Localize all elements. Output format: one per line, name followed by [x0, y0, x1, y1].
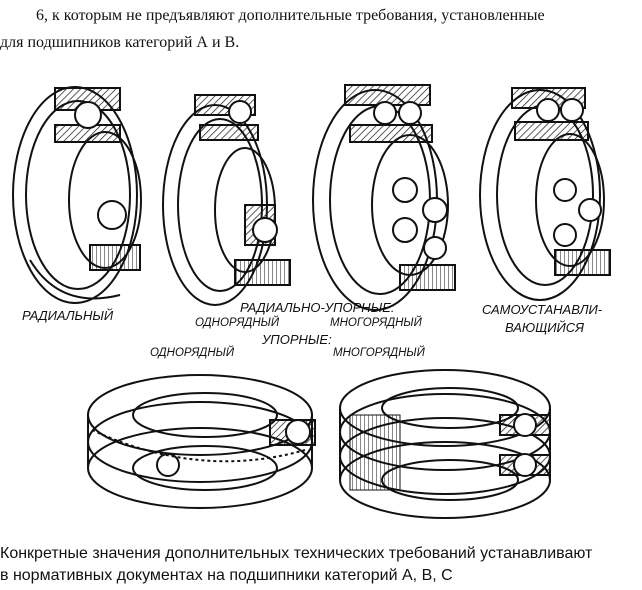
- radial-thrust-single-drawing: [162, 94, 291, 306]
- label-thrust-multi: МНОГОРЯДНЫЙ: [333, 347, 425, 359]
- label-thrust: УПОРНЫЕ:: [262, 332, 332, 347]
- bearings-illustration: [12, 84, 611, 519]
- top-paragraph-line2: для подшипников категорий А и В.: [0, 34, 240, 51]
- label-radial-thrust-multi: МНОГОРЯДНЫЙ: [330, 317, 422, 329]
- label-thrust-single: ОДНОРЯДНЫЙ: [150, 347, 235, 359]
- top-paragraph: 6, к которым не предъявляют дополнительн…: [0, 2, 640, 56]
- bottom-paragraph-line2: в нормативных документах на подшипники к…: [0, 567, 453, 584]
- top-paragraph-line1: 6, к которым не предъявляют дополнительн…: [36, 7, 545, 24]
- label-self-aligning-line1: САМОУСТАНАВЛИ-: [482, 302, 603, 317]
- bottom-paragraph-line1: Конкретные значения дополнительных техни…: [0, 545, 593, 562]
- radial-thrust-multi-drawing: [312, 84, 456, 311]
- label-radial-thrust-single: ОДНОРЯДНЫЙ: [195, 317, 280, 329]
- self-aligning-drawing: [479, 87, 611, 301]
- label-self-aligning-line2: ВАЮЩИЙСЯ: [505, 320, 585, 335]
- bearings-figure: РАДИАЛЬНЫЙ РАДИАЛЬНО-УПОРНЫЕ: ОДНОРЯДНЫЙ…: [0, 70, 642, 540]
- label-radial: РАДИАЛЬНЫЙ: [22, 308, 114, 323]
- label-radial-thrust: РАДИАЛЬНО-УПОРНЫЕ:: [240, 300, 395, 315]
- radial-bearing-drawing: [12, 86, 142, 304]
- bottom-paragraph: Конкретные значения дополнительных техни…: [0, 543, 640, 587]
- thrust-multi-drawing: [339, 369, 551, 519]
- thrust-single-drawing: [87, 374, 316, 509]
